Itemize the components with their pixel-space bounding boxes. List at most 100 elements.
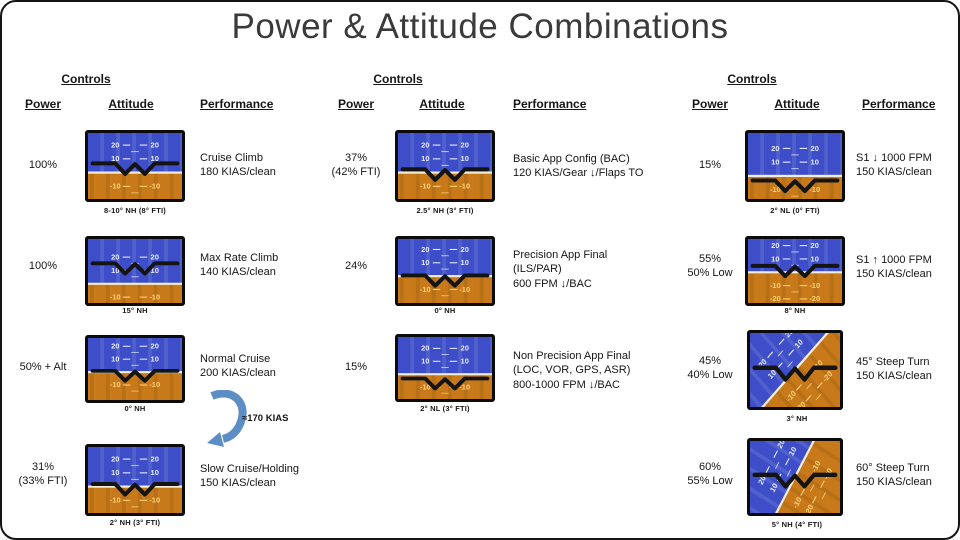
svg-text:20: 20 <box>461 141 469 150</box>
svg-text:10: 10 <box>768 481 779 493</box>
power-value: 37% (42% FTI) <box>331 152 381 178</box>
svg-text:-10: -10 <box>420 285 431 294</box>
svg-text:20: 20 <box>421 141 429 150</box>
svg-text:-20: -20 <box>794 399 807 407</box>
attitude-caption: 2° NL (3° FTI) <box>420 404 470 413</box>
svg-text:-10: -10 <box>149 182 160 191</box>
svg-text:20: 20 <box>775 441 786 450</box>
attitude-caption: 0° NH <box>124 404 146 413</box>
attitude-caption: 0° NH <box>434 306 456 315</box>
svg-text:10: 10 <box>793 337 805 350</box>
power-value: 15% <box>344 361 368 373</box>
attitude-caption: 2° NH (3° FTI) <box>109 518 161 527</box>
curved-arrow-icon <box>207 390 247 447</box>
svg-text:-10: -10 <box>459 182 470 191</box>
svg-text:-10: -10 <box>149 293 160 302</box>
svg-text:-10: -10 <box>459 383 470 392</box>
svg-text:-10: -10 <box>110 293 121 302</box>
svg-text:20: 20 <box>811 241 819 250</box>
svg-text:20: 20 <box>771 144 779 153</box>
svg-text:20: 20 <box>757 357 769 370</box>
page-title: Power & Attitude Combinations <box>231 7 729 46</box>
svg-text:-10: -10 <box>110 182 121 191</box>
svg-text:-10: -10 <box>770 185 781 194</box>
performance-header: Performance <box>200 97 274 111</box>
svg-text:10: 10 <box>461 357 469 366</box>
power-value: 45% 40% Low <box>687 355 733 381</box>
svg-text:20: 20 <box>771 241 779 250</box>
svg-text:20: 20 <box>461 245 469 254</box>
svg-text:20: 20 <box>151 342 159 351</box>
svg-text:10: 10 <box>151 468 159 477</box>
power-value: 31% (33% FTI) <box>18 461 68 487</box>
performance-value: S1 ↑ 1000 FPM 150 KIAS/clean <box>856 254 932 281</box>
svg-text:-20: -20 <box>803 503 816 513</box>
power-value: 100% <box>28 159 58 171</box>
svg-text:10: 10 <box>461 154 469 163</box>
power-header: Power <box>337 97 374 111</box>
svg-text:20: 20 <box>421 344 429 353</box>
svg-text:10: 10 <box>421 258 429 267</box>
svg-text:10: 10 <box>787 445 798 457</box>
svg-text:20: 20 <box>811 144 819 153</box>
svg-text:20: 20 <box>111 253 119 262</box>
attitude-header: Attitude <box>774 97 820 111</box>
svg-text:10: 10 <box>151 355 159 364</box>
svg-text:10: 10 <box>151 154 159 163</box>
svg-text:10: 10 <box>771 254 779 263</box>
svg-text:-10: -10 <box>809 281 820 290</box>
svg-text:20: 20 <box>151 141 159 150</box>
svg-text:10: 10 <box>461 258 469 267</box>
svg-text:-10: -10 <box>770 281 781 290</box>
svg-text:-10: -10 <box>420 182 431 191</box>
svg-text:20: 20 <box>421 245 429 254</box>
controls-header: Controls <box>373 72 423 86</box>
svg-text:-20: -20 <box>770 294 781 303</box>
performance-value: S1 ↓ 1000 FPM 150 KIAS/clean <box>856 152 932 179</box>
performance-value: Precision App Final (ILS/PAR) 600 FPM ↓/… <box>513 249 608 290</box>
svg-text:-10: -10 <box>149 381 160 390</box>
performance-value: Cruise Climb 180 KIAS/clean <box>200 152 276 179</box>
speed-note: ≈170 KIAS <box>242 413 289 424</box>
performance-value: 60° Steep Turn 150 KIAS/clean <box>856 462 932 489</box>
svg-text:10: 10 <box>151 266 159 275</box>
svg-text:20: 20 <box>461 344 469 353</box>
power-value: 60% 55% Low <box>687 461 733 487</box>
controls-header: Controls <box>727 72 777 86</box>
attitude-caption: 2° NL (0° FTI) <box>770 206 820 215</box>
svg-text:20: 20 <box>111 141 119 150</box>
power-value: 100% <box>28 260 58 272</box>
attitude-caption: 2.5° NH (3° FTI) <box>416 206 474 215</box>
attitude-caption: 15° NH <box>122 306 148 315</box>
svg-text:10: 10 <box>111 355 119 364</box>
svg-text:20: 20 <box>151 455 159 464</box>
performance-value: Max Rate Climb 140 KIAS/clean <box>200 252 279 279</box>
svg-text:-10: -10 <box>149 496 160 505</box>
attitude-caption: 8-10° NH (8° FTI) <box>104 206 166 215</box>
svg-text:20: 20 <box>111 455 119 464</box>
svg-text:20: 20 <box>756 474 767 486</box>
performance-value: Normal Cruise 200 KIAS/clean <box>200 353 276 380</box>
attitude-caption: 3° NH <box>786 414 808 423</box>
svg-text:-10: -10 <box>420 383 431 392</box>
attitude-header: Attitude <box>108 97 154 111</box>
svg-text:10: 10 <box>421 154 429 163</box>
power-value: 50% + Alt <box>19 361 67 373</box>
performance-header: Performance <box>862 97 936 111</box>
svg-text:-10: -10 <box>110 381 121 390</box>
power-header: Power <box>24 97 61 111</box>
attitude-caption: 5° NH (4° FTI) <box>771 520 823 529</box>
svg-text:10: 10 <box>766 368 778 381</box>
attitude-caption: 8° NH <box>784 306 806 315</box>
svg-text:10: 10 <box>111 266 119 275</box>
power-value: 24% <box>344 260 368 272</box>
